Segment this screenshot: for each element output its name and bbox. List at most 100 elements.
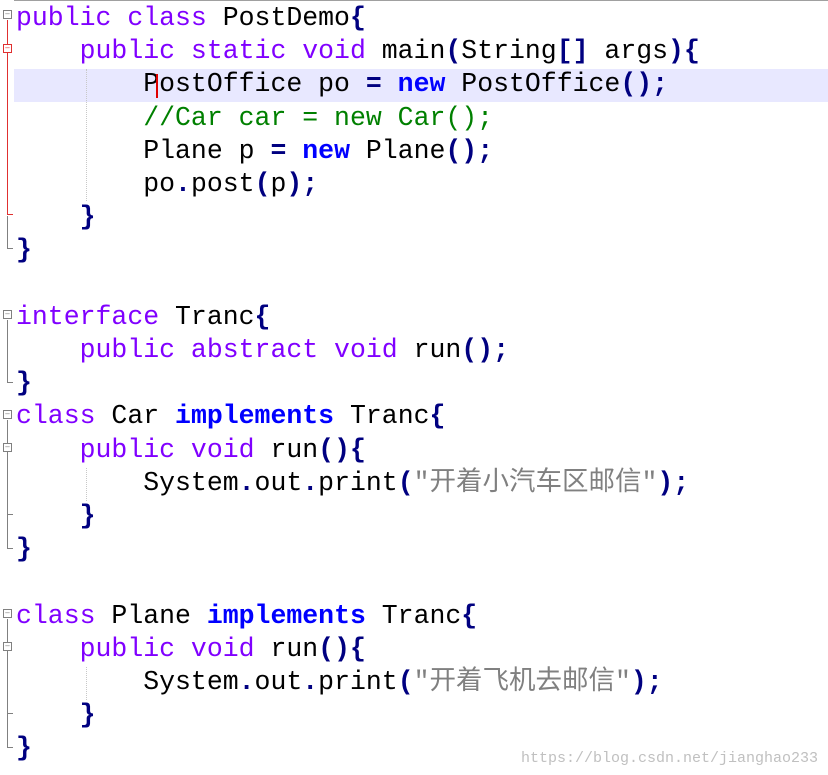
code-token: class	[16, 401, 112, 432]
current-line-highlight	[14, 69, 828, 102]
code-token	[286, 136, 302, 166]
code-token: ();	[445, 135, 494, 166]
code-token: Tranc	[334, 401, 430, 432]
code-token: args	[588, 36, 669, 67]
code-token: Tranc	[175, 301, 255, 332]
code-token: {	[429, 401, 446, 432]
code-line[interactable]: po.post(p);	[16, 168, 318, 201]
code-token: //Car car = new Car();	[16, 102, 494, 133]
fold-collapse-icon[interactable]: −	[3, 642, 12, 651]
code-token: post	[190, 169, 255, 199]
fold-line	[7, 216, 8, 248]
code-token: []	[556, 36, 589, 67]
code-token: .	[238, 667, 255, 697]
fold-collapse-icon[interactable]: −	[3, 410, 12, 419]
fold-line	[7, 420, 8, 548]
code-line[interactable]: public class PostDemo{	[16, 2, 366, 35]
code-token: print	[318, 467, 398, 498]
code-line[interactable]: public void run(){	[16, 633, 366, 666]
code-token: PostDemo	[222, 3, 350, 33]
code-token: Plane	[349, 135, 446, 166]
code-line[interactable]: Plane p = new Plane();	[16, 135, 493, 168]
code-token: public class	[16, 3, 223, 33]
code-line[interactable]: public void run(){	[16, 434, 366, 467]
fold-end-marker	[7, 382, 13, 383]
code-token: po	[16, 169, 176, 199]
code-line[interactable]: }	[16, 234, 32, 267]
fold-end-marker	[7, 214, 13, 215]
fold-collapse-icon[interactable]: −	[3, 609, 12, 618]
code-line[interactable]: public abstract void run();	[16, 334, 509, 367]
code-token: interface	[16, 301, 176, 332]
code-token: ();	[461, 335, 510, 365]
code-token: run	[413, 335, 462, 365]
fold-gutter[interactable]	[0, 0, 14, 775]
code-line[interactable]: System.out.print("开着飞机去邮信");	[16, 666, 663, 699]
code-token: new	[302, 135, 350, 166]
code-line[interactable]: System.out.print("开着小汽车区邮信");	[16, 467, 689, 500]
code-line[interactable]: //Car car = new Car();	[16, 102, 493, 135]
code-token: public static void	[16, 36, 382, 67]
code-line[interactable]: PostOffice po = new PostOffice();	[16, 68, 668, 101]
code-token: public void	[16, 434, 271, 465]
fold-collapse-icon[interactable]: −	[3, 443, 12, 452]
code-token: PostOffice po	[16, 69, 366, 100]
code-line[interactable]: }	[16, 201, 96, 234]
code-line[interactable]: }	[16, 699, 96, 732]
code-line[interactable]: interface Tranc{	[16, 301, 270, 334]
code-token: .	[302, 467, 319, 498]
code-token: System	[16, 467, 239, 498]
code-token: PostOffice	[445, 69, 621, 100]
fold-line	[7, 619, 8, 747]
code-token: );	[657, 467, 690, 498]
code-token: (	[445, 36, 462, 67]
code-token: run	[270, 434, 319, 465]
code-line[interactable]: }	[16, 367, 32, 400]
code-token: Plane	[111, 600, 207, 631]
code-token: implements	[175, 401, 335, 432]
code-line[interactable]: }	[16, 533, 32, 566]
code-token	[382, 69, 398, 99]
text-caret	[156, 74, 158, 98]
code-line[interactable]: class Plane implements Tranc{	[16, 600, 477, 633]
fold-collapse-icon[interactable]: −	[3, 10, 12, 19]
code-token: Car	[111, 401, 176, 432]
code-token: .	[175, 169, 191, 199]
code-token: Tranc	[365, 600, 462, 631]
code-token: main	[381, 36, 446, 67]
change-marker-bar	[7, 20, 8, 215]
code-token: }	[16, 202, 96, 233]
code-token: (){	[318, 434, 366, 465]
code-token: class	[16, 600, 112, 631]
indent-guide	[86, 468, 87, 501]
editor-top-border	[0, 0, 828, 1]
code-token: .	[302, 667, 319, 697]
watermark: https://blog.csdn.net/jianghao233	[520, 750, 818, 767]
fold-end-marker	[7, 514, 13, 515]
fold-end-marker	[7, 548, 13, 549]
code-token: String	[461, 36, 557, 67]
code-token: (	[397, 467, 414, 498]
code-token: public abstract void	[16, 335, 414, 365]
code-token: );	[630, 667, 663, 697]
code-line[interactable]: class Car implements Tranc{	[16, 400, 445, 433]
code-token: new	[397, 69, 446, 100]
code-line[interactable]: }	[16, 500, 96, 533]
code-token: "开着小汽车区邮信"	[413, 467, 658, 498]
code-token: {	[461, 600, 478, 631]
code-token: public void	[16, 633, 271, 664]
code-token: ){	[668, 36, 700, 67]
fold-collapse-icon[interactable]: −	[3, 44, 12, 53]
code-token: out	[254, 667, 303, 697]
code-token: }	[16, 733, 32, 764]
code-token: }	[16, 700, 96, 731]
code-token: {	[349, 3, 366, 33]
code-line[interactable]: }	[16, 732, 32, 765]
fold-collapse-icon[interactable]: −	[3, 310, 12, 319]
code-token: (	[254, 169, 271, 199]
code-token: {	[254, 301, 271, 332]
indent-guide	[86, 69, 87, 201]
code-token: out	[254, 467, 303, 498]
code-line[interactable]: public static void main(String[] args){	[16, 35, 700, 68]
